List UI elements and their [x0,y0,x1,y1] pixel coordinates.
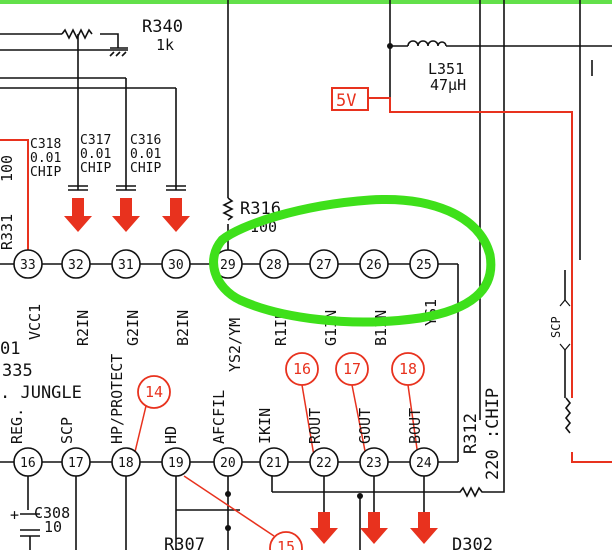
callout-16: 16 [293,360,311,378]
label-g2in: G2IN [124,310,142,346]
label-reg: REG. [8,408,26,444]
label-ikin: IKIN [256,408,274,444]
bottom-pin-circles [13,447,439,477]
pin-24: 24 [416,456,432,471]
pin-18: 18 [118,456,134,471]
arrow-in-b: B [184,202,191,215]
label-b1in: B1IN [372,310,390,346]
callout-shapes [137,352,425,550]
r340-ref: R340 [142,17,183,37]
scp-side-label: SCP [549,316,563,338]
l351-inductor [407,40,447,47]
pin-29: 29 [220,258,236,273]
r340-resistor [61,28,93,40]
arrow-out-r: R [334,516,341,529]
callout-leaders [133,384,419,537]
l351-value: 47μH [430,76,466,94]
bottom-pin-numbers: 16 17 18 19 20 21 22 23 24 [20,456,432,471]
callout-18: 18 [399,360,417,378]
pin-28: 28 [266,258,282,273]
bottom-pin-labels: REG. SCP HP/PROTECT HD AFCFIL IKIN ROUT … [8,354,424,444]
label-bout: BOUT [406,408,424,444]
red-wires [0,97,612,463]
ic-desc: . JUNGLE [0,383,82,403]
green-highlight-loop [209,194,496,327]
supply-box [331,87,369,111]
pin-22: 22 [316,456,332,471]
arrow-out-g: G [384,516,391,529]
c317-ref: C317 [80,133,111,148]
c308-ref: C308 [34,504,70,522]
top-pin-numbers: 33 32 31 30 29 28 27 26 25 [20,258,432,273]
label-ys2ym: YS2/YM [226,318,244,372]
c318-ref: C318 [30,137,61,152]
label-vcc1: VCC1 [26,304,44,340]
pin-25: 25 [416,258,432,273]
d302-ref: D302 [452,535,493,550]
label-scp: SCP [58,417,76,444]
c318-type: CHIP [30,165,61,180]
pin-27: 27 [316,258,332,273]
callout-14: 14 [145,383,163,401]
arrow-out-b: B [434,516,441,529]
r340-value: 1k [156,36,174,54]
c317-type: CHIP [80,161,111,176]
input-arrows [64,198,190,232]
callout-15: 15 [277,538,295,550]
arrow-in-r: R [86,202,93,215]
label-g1in: G1IN [322,310,340,346]
c316-type: CHIP [130,161,161,176]
label-afcfil: AFCFIL [210,390,228,444]
pin-20: 20 [220,456,236,471]
r331-ref-partial: R331 [0,214,16,250]
pin-32: 32 [68,258,84,273]
label-hd: HD [162,426,180,444]
pin-19: 19 [168,456,184,471]
label-gout: GOUT [356,408,374,444]
scp-side-bracket [559,299,571,351]
top-pin-circles [13,249,439,279]
pin-23: 23 [366,456,382,471]
c316-ref: C316 [130,133,161,148]
junctions [225,43,393,531]
ic-part: 335 [2,361,33,381]
pin-33: 33 [20,258,36,273]
r312-ref: R312 [461,413,481,454]
c318-value: 0.01 [30,151,61,166]
r312-value: 220 :CHIP [483,388,503,480]
label-r1in: R1IN [272,310,290,346]
pin-17: 17 [68,456,84,471]
c317-value: 0.01 [80,147,111,162]
c308-plus: + [10,506,19,524]
r331-value-partial: 100 [0,155,16,182]
label-b2in: B2IN [174,310,192,346]
top-pin-labels: VCC1 R2IN G2IN B2IN YS2/YM R1IN G1IN B1I… [26,299,440,372]
supply-label: 5V [336,91,356,111]
pin-16: 16 [20,456,36,471]
pin-26: 26 [366,258,382,273]
r307-ref: R307 [164,535,205,550]
label-hp-protect: HP/PROTECT [108,354,126,444]
label-rout: ROUT [306,408,324,444]
c316-value: 0.01 [130,147,161,162]
pin-31: 31 [118,258,134,273]
l351-ref: L351 [428,60,464,78]
arrow-in-g: G [134,202,141,215]
pin-30: 30 [168,258,184,273]
callout-17: 17 [343,360,361,378]
ic-name-block: 01 335 . JUNGLE [0,339,82,403]
pin-21: 21 [266,456,282,471]
label-r2in: R2IN [74,310,92,346]
c308-value: 10 [44,518,62,536]
cap-labels: C318 0.01 CHIP C317 0.01 CHIP C316 0.01 … [30,133,161,180]
output-arrows [310,512,438,544]
top-highlight-bar [0,0,612,4]
ic-name: 01 [0,339,20,359]
